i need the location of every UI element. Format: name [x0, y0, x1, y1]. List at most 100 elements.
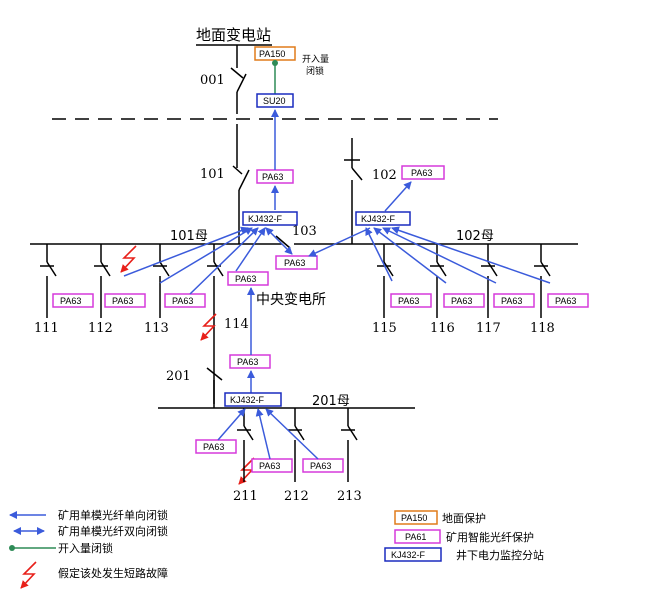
feeder-117	[481, 244, 498, 318]
switch-201	[206, 367, 223, 408]
interlock-label-1: 开入量	[302, 54, 329, 65]
su20-box	[256, 93, 294, 108]
label-212: 212	[284, 489, 309, 504]
feeder-213	[341, 408, 358, 482]
label-bus-201: 201母	[312, 394, 350, 409]
label-113: 113	[144, 321, 169, 336]
fault-symbol-bus101	[120, 245, 137, 273]
pa63-212-label: PA63	[310, 461, 331, 471]
pa63-103-box	[275, 255, 318, 270]
pa63-117-box	[493, 293, 535, 308]
arrow-114-to-kj1	[235, 227, 266, 272]
pa63-117-label: PA63	[501, 296, 522, 306]
legend-fault-label: 假定该处发生短路故障	[58, 566, 168, 580]
label-115: 115	[372, 321, 397, 336]
pa63-115-label: PA63	[398, 296, 419, 306]
substation-title: 地面变电站	[196, 26, 271, 44]
legend: 矿用单模光纤单向闭锁 矿用单模光纤双向闭锁 开入量闭锁 假定该处发生短路故障 P…	[9, 508, 544, 589]
kj432-box-3	[224, 392, 282, 407]
pa63-115-box	[390, 293, 432, 308]
label-114: 114	[224, 317, 249, 332]
pa63-211-label: PA63	[259, 461, 280, 471]
arrow-113-to-kj1	[189, 227, 259, 295]
label-001: 001	[200, 73, 225, 88]
fault-symbol-114	[200, 313, 217, 341]
pa63-118-box	[547, 293, 589, 308]
arrow-212-to-kj3	[265, 408, 319, 460]
feeder-111	[40, 244, 57, 318]
legend-pa150-label: PA150	[401, 513, 427, 523]
kj432-label-3: KJ432-F	[230, 395, 265, 405]
arrow-111-to-kj1	[123, 226, 249, 277]
pa63-112-label: PA63	[112, 296, 133, 306]
pa63-116-box	[443, 293, 485, 308]
kj432-box-1	[242, 211, 298, 226]
center-substation-title: 中央变电所	[256, 292, 326, 308]
label-112: 112	[88, 321, 113, 336]
feeder-114	[207, 244, 224, 404]
pa63-201-label: PA63	[237, 357, 258, 367]
interlock-label-2: 闭锁	[306, 65, 324, 77]
switch-001	[230, 45, 247, 114]
legend-pa61-desc: 矿用智能光纤保护	[446, 530, 534, 544]
pa63-118-label: PA63	[555, 296, 576, 306]
kj432-label-1: KJ432-F	[248, 214, 283, 224]
legend-pa150-desc: 地面保护	[442, 511, 486, 525]
label-211: 211	[233, 489, 258, 504]
su20-label: SU20	[263, 96, 286, 106]
arrow-201a-to-kj3	[217, 408, 246, 441]
pa63-211-box	[251, 458, 293, 473]
pa63-201a-label: PA63	[203, 442, 224, 452]
label-bus-101: 101母	[170, 229, 208, 244]
legend-single-label: 矿用单模光纤单向闭锁	[58, 508, 168, 522]
label-116: 116	[430, 321, 455, 336]
pa63-116-label: PA63	[451, 296, 472, 306]
arrow-kj2-to-pa63-102	[384, 181, 412, 212]
legend-double-label: 矿用单模光纤双向闭锁	[58, 524, 168, 538]
pa63-111-label: PA63	[60, 296, 81, 306]
pa63-114-box	[227, 271, 269, 286]
pa150-label: PA150	[259, 49, 285, 59]
label-118: 118	[530, 321, 555, 336]
kj432-box-2	[355, 211, 411, 226]
fault-symbol-211	[238, 457, 255, 485]
label-111: 111	[34, 321, 59, 336]
feeder-115	[377, 244, 394, 318]
pa63-111-box	[52, 293, 94, 308]
label-213: 213	[337, 489, 362, 504]
pa63-102-label: PA63	[411, 168, 432, 178]
pa63-102-box	[401, 165, 445, 180]
pa63-103-label: PA63	[284, 258, 305, 268]
pa63-201-box	[229, 354, 271, 369]
pa63-112-box	[104, 293, 146, 308]
label-bus-102: 102母	[456, 229, 494, 244]
legend-kj-box	[384, 547, 442, 562]
arrow-117-to-kj2	[382, 227, 497, 284]
arrow-112-to-kj1	[159, 227, 253, 284]
pa63-113-label: PA63	[172, 296, 193, 306]
feeder-116	[430, 244, 447, 318]
pa63-101-label: PA63	[262, 172, 283, 182]
arrow-kj1-to-pa63-103	[265, 227, 293, 255]
label-117: 117	[476, 321, 501, 336]
label-101: 101	[200, 167, 225, 182]
legend-interlock-dot	[9, 545, 15, 551]
arrow-118-to-kj2	[391, 226, 551, 284]
pa63-114-label: PA63	[235, 274, 256, 284]
feeder-212	[288, 408, 305, 482]
kj432-label-2: KJ432-F	[361, 214, 396, 224]
switch-102	[344, 138, 363, 244]
switch-101	[232, 124, 250, 244]
label-201: 201	[166, 369, 191, 384]
legend-pa150-box	[394, 510, 438, 525]
label-103: 103	[292, 224, 317, 239]
legend-kj-desc: 井下电力监控分站	[456, 548, 544, 562]
legend-interlock-label: 开入量闭锁	[58, 541, 113, 555]
arrow-116-to-kj2	[373, 227, 447, 284]
legend-pa61-box	[394, 529, 441, 544]
legend-kj-label: KJ432-F	[391, 550, 426, 560]
interlock-dot	[272, 60, 278, 66]
arrow-115-to-kj2	[365, 227, 393, 282]
